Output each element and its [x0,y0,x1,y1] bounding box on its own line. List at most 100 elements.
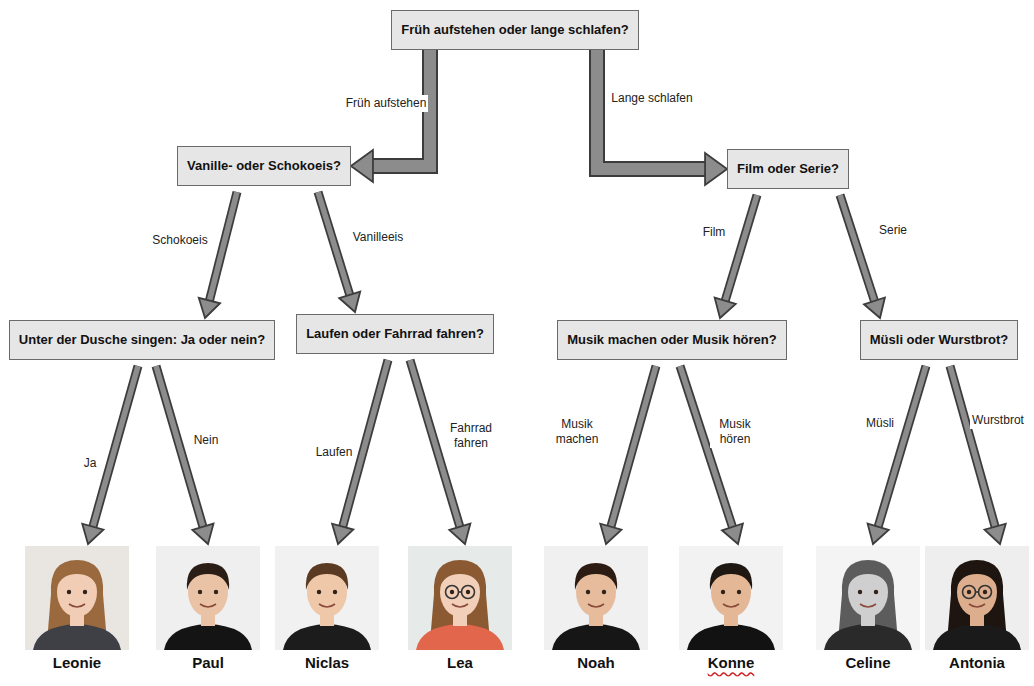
person-name: Niclas [272,654,382,672]
branch-label: Müsli [864,415,896,432]
glasses [979,586,992,599]
arrow-outline [950,366,995,527]
question-text: Unter der Dusche singen: Ja oder nein? [19,332,265,348]
portrait-photo [679,546,783,650]
branch-arrow [597,50,727,185]
arrow-head [339,292,360,312]
eye [317,590,321,594]
branch-label: Film [701,224,728,241]
branch-arrow [868,366,926,544]
mouth [588,604,604,607]
eye [602,590,606,594]
arrow-outline [209,192,237,301]
person-card: Leonie [22,546,132,672]
branch-label: Schokoeis [150,232,209,249]
branch-arrow [410,360,470,544]
branch-label: Serie [877,222,909,239]
arrow-head [332,524,353,544]
arrow-outline [597,50,705,169]
eye [83,590,87,594]
arrow-shaft [209,192,237,301]
glasses [963,586,976,599]
branch-arrow [156,366,214,544]
glasses [446,586,459,599]
shirt [283,624,371,650]
arrow-shaft [611,366,656,527]
hair [956,563,998,590]
person-name: Paul [153,654,263,672]
person-name: Antonia [922,654,1032,672]
arrow-head [705,153,727,185]
question-text: Müsli oder Wurstbrot? [870,332,1008,348]
mouth [200,604,216,607]
question-box: Müsli oder Wurstbrot? [860,320,1018,360]
person-name: Leonie [22,654,132,672]
branch-arrow [840,195,885,318]
person-name: Lea [405,654,515,672]
question-text: Vanille- oder Schokoeis? [187,158,341,174]
shirt [33,624,121,650]
hair [306,563,348,590]
arrow-shaft [950,366,995,527]
branch-arrow [351,50,430,182]
shirt [824,624,912,650]
person-card: Antonia [922,546,1032,672]
question-box: Musik machen oder Musik hören? [557,320,787,360]
photo-ground [156,546,260,650]
eye [450,590,454,594]
arrow-shaft [725,195,757,301]
person-card: Niclas [272,546,382,672]
branch-label: Fahrrad fahren [445,420,497,452]
arrow-head [82,524,103,544]
hair [439,563,481,590]
photo-ground [408,546,512,650]
person-name: Noah [541,654,651,672]
arrow-shaft [597,50,705,169]
arrow-outline [878,366,926,527]
question-text: Musik machen oder Musik hören? [567,332,777,348]
mouth [69,604,85,607]
branch-label: Vanilleeis [351,229,405,246]
portrait-photo [408,546,512,650]
eye [333,590,337,594]
person-card: Celine [813,546,923,672]
glasses [459,591,462,593]
branch-label: Nein [192,432,221,449]
portrait-photo [816,546,920,650]
hair [847,563,889,590]
arrow-outline [93,366,138,527]
mouth [860,604,876,607]
eye [874,590,878,594]
arrow-head [351,150,373,182]
arrow-head [600,524,621,544]
eye [721,590,725,594]
mouth [319,604,335,607]
person-name: Konne [676,654,786,672]
arrow-outline [611,366,656,527]
arrow-outline [318,192,350,295]
eye [737,590,741,594]
question-box: Vanille- oder Schokoeis? [177,146,351,186]
branch-label: Musik hören [710,416,760,448]
arrow-head [199,298,220,318]
branch-label: Ja [82,455,99,472]
branch-arrow [82,366,138,544]
photo-ground [925,546,1029,650]
eye [214,590,218,594]
arrow-head [868,524,889,544]
branch-label: Laufen [314,444,355,461]
mouth [969,604,985,607]
branch-arrow [680,366,743,544]
eye [198,590,202,594]
eye [858,590,862,594]
arrow-outline [725,195,757,301]
question-text: Laufen oder Fahrrad fahren? [306,326,484,342]
arrow-head [864,297,885,318]
arrow-outline [840,195,874,301]
hair [187,563,229,590]
eye [586,590,590,594]
branch-arrow [199,192,237,318]
question-text: Früh aufstehen oder lange schlafen? [401,22,629,38]
person-name: Celine [813,654,923,672]
arrow-shaft [878,366,926,527]
